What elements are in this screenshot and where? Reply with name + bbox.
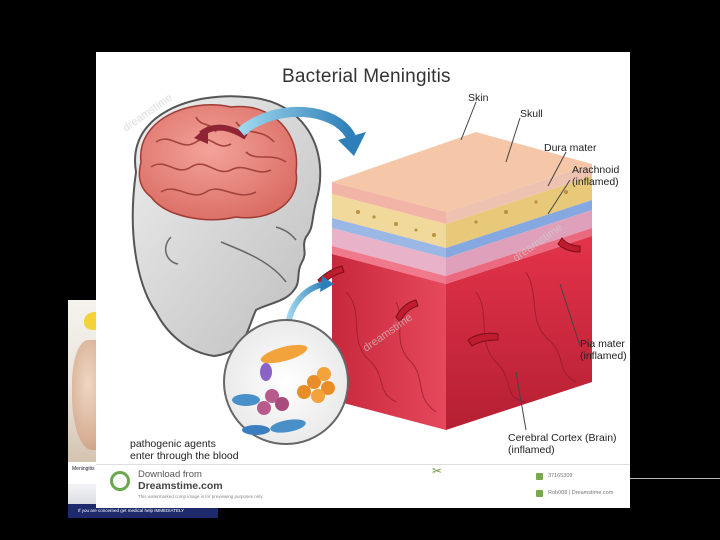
image-id: 37165309 [548, 473, 572, 479]
download-note: This watermarked comp image is for previ… [138, 494, 263, 499]
cortex-front [332, 254, 446, 430]
dreamstime-logo-icon [110, 471, 130, 491]
label-pathogen: pathogenic agents [130, 438, 216, 450]
illustration-title: Bacterial Meningitis [282, 66, 451, 88]
stock-illustration: dreamstime dreamstime dreamstime Bacteri… [96, 52, 630, 508]
label-arachnoid-inflamed: (inflamed) [572, 176, 619, 188]
logo-strip-text: Meningitis [72, 466, 95, 472]
label-skull: Skull [520, 108, 543, 120]
download-label: Download from [138, 469, 202, 480]
download-footer: Download from Dreamstime.com This waterm… [96, 464, 630, 508]
label-pia-inflamed: (inflamed) [580, 350, 627, 362]
label-pia: Pia mater [580, 338, 625, 350]
download-site[interactable]: Dreamstime.com [138, 480, 223, 492]
credit-icon [536, 490, 543, 497]
image-credit: Rob008 | Dreamstime.com [548, 490, 613, 496]
meningitis-illustration: dreamstime dreamstime dreamstime [96, 52, 630, 464]
label-cortex-inflamed: (inflamed) [508, 444, 555, 456]
id-icon [536, 473, 543, 480]
divider-line [630, 478, 720, 479]
label-pathogen-blood: enter through the blood [130, 450, 239, 462]
label-cortex: Cerebral Cortex (Brain) [508, 432, 617, 444]
brain [139, 105, 296, 220]
scissors-icon: ✂ [432, 464, 442, 478]
label-arachnoid: Arachnoid [572, 164, 619, 176]
label-dura: Dura mater [544, 142, 597, 154]
label-skin: Skin [468, 92, 488, 104]
